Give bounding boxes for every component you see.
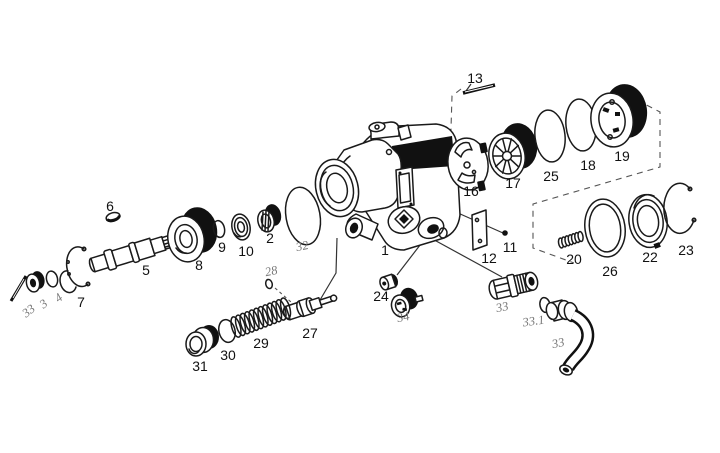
part-pin bbox=[9, 275, 28, 302]
part-29-spring bbox=[230, 297, 292, 338]
part-33-fitting bbox=[488, 271, 539, 300]
part-32-o-ring-large bbox=[284, 186, 322, 246]
part-label-29: 29 bbox=[253, 335, 269, 351]
part-label-16: 16 bbox=[463, 183, 479, 199]
part-11-ball bbox=[502, 230, 508, 236]
part-2-needle-sleeve bbox=[257, 204, 282, 233]
part-label-28: 28 bbox=[264, 263, 280, 279]
part-label-34: 34 bbox=[395, 309, 411, 326]
part-1-housing bbox=[314, 121, 461, 251]
part-label-33.1: 33.1 bbox=[521, 313, 546, 330]
part-label-1: 1 bbox=[381, 242, 389, 258]
part-label-33: 33 bbox=[494, 299, 510, 316]
part-label-10: 10 bbox=[238, 243, 254, 259]
part-10-shaft-seal bbox=[231, 213, 251, 241]
leader-to-fitting-33 bbox=[426, 235, 503, 278]
part-3-nut bbox=[25, 271, 45, 293]
part-label-8: 8 bbox=[195, 257, 203, 273]
part-17-rotor bbox=[488, 123, 538, 180]
part-22-cover-seal bbox=[628, 193, 668, 249]
part-9-o-ring bbox=[212, 219, 226, 239]
part-label-18: 18 bbox=[580, 157, 596, 173]
part-label-4: 4 bbox=[52, 290, 66, 305]
part-13-pin bbox=[462, 83, 496, 95]
part-8-ball-bearing bbox=[167, 207, 218, 263]
part-label-19: 19 bbox=[614, 148, 630, 164]
part-26-support-ring bbox=[584, 198, 626, 258]
part-7-clip-small bbox=[59, 270, 77, 294]
kit-bracket-right bbox=[532, 99, 661, 264]
part-label-24: 24 bbox=[373, 288, 389, 304]
part-34-valve bbox=[390, 287, 424, 318]
part-label-23: 23 bbox=[678, 242, 694, 258]
part-label-27: 27 bbox=[302, 325, 318, 341]
part-25-o-ring bbox=[534, 109, 566, 163]
part-label-31: 31 bbox=[192, 358, 208, 374]
part-label-17: 17 bbox=[505, 175, 521, 191]
part-20-spring-small bbox=[557, 230, 584, 249]
part-7-retaining-ring bbox=[65, 246, 91, 288]
part-label-11: 11 bbox=[503, 239, 518, 255]
part-label-2: 2 bbox=[266, 230, 274, 246]
callout-labels: 6 5 7 89 10 2 1 13 16 17 25 18 19 11 12 20 26 22 23 24 27 29 3… bbox=[19, 70, 694, 374]
part-label-3: 3 bbox=[36, 296, 50, 311]
part-31-plug-cap bbox=[185, 325, 219, 357]
part-16-pressure-plate bbox=[447, 137, 489, 192]
part-label-25: 25 bbox=[543, 168, 559, 184]
part-23-snap-ring bbox=[663, 182, 697, 235]
part-5-drive-shaft bbox=[88, 232, 181, 273]
part-label-20: 20 bbox=[566, 251, 582, 267]
leader-to-valve-27 bbox=[319, 237, 338, 301]
part-24-plug bbox=[379, 273, 399, 291]
part-33-hose bbox=[545, 299, 595, 376]
part-label-5: 5 bbox=[142, 262, 150, 278]
part-label-7: 7 bbox=[77, 294, 85, 310]
part-label-32: 32 bbox=[294, 238, 310, 255]
part-6-woodruff-key bbox=[105, 211, 121, 223]
leader-pin-13 bbox=[465, 83, 472, 92]
part-label-12: 12 bbox=[481, 250, 497, 266]
part-label-6: 6 bbox=[106, 198, 114, 214]
part-label-33: 33 bbox=[19, 301, 38, 320]
part-label-22: 22 bbox=[642, 249, 658, 265]
part-label-9: 9 bbox=[218, 239, 226, 255]
part-label-13: 13 bbox=[467, 70, 483, 86]
part-19-cam-ring bbox=[590, 84, 648, 148]
part-label-30: 30 bbox=[220, 347, 236, 363]
part-label-26: 26 bbox=[602, 263, 618, 279]
part-label-33: 33 bbox=[550, 335, 566, 352]
part-12-gasket bbox=[471, 209, 488, 251]
part-4-lock-washer bbox=[45, 270, 59, 288]
part-30-o-ring bbox=[218, 318, 236, 344]
part-28-o-ring-small bbox=[264, 278, 274, 290]
